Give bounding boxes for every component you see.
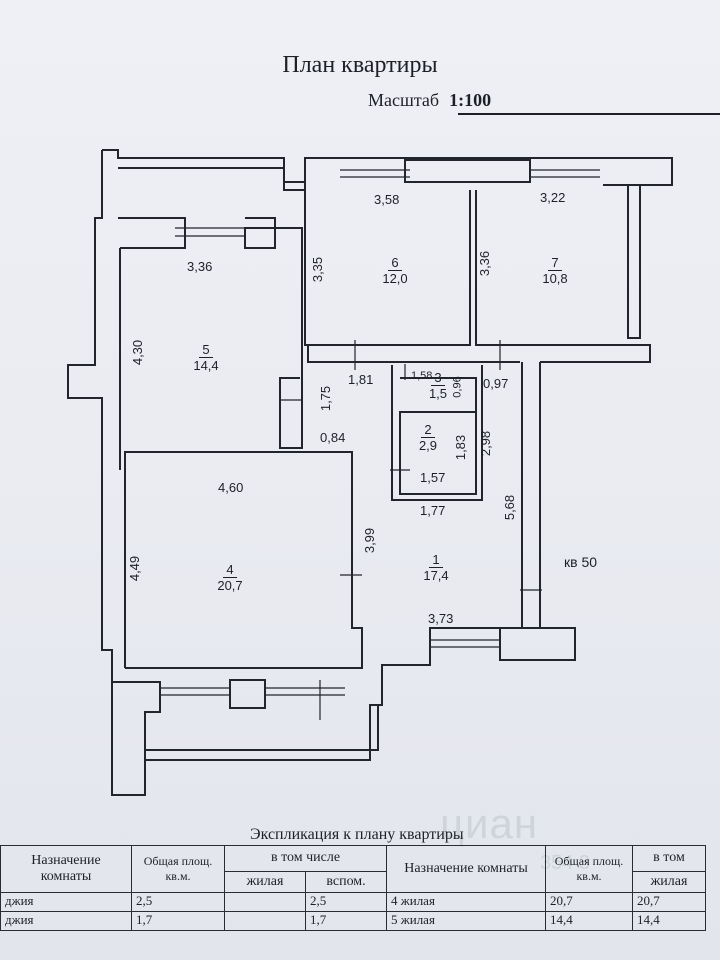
dim-1-77: 1,77	[420, 503, 446, 518]
room4-wall	[124, 451, 363, 669]
cell-total-2: 14,4	[545, 911, 633, 931]
scale-underline	[458, 113, 720, 115]
room-1-number: 1	[429, 552, 443, 568]
floor-plan-drawing	[67, 149, 673, 796]
header-including-2: в том	[632, 845, 706, 872]
dim-1-75: 1,75	[318, 385, 334, 412]
cell-name: джия	[0, 911, 132, 931]
dim-2-98: 2,98	[478, 430, 494, 457]
dim-4-60: 4,60	[218, 480, 244, 495]
header-living-2: жилая	[632, 870, 706, 894]
explication-table: Назначение комнаты Общая площ. кв.м. в т…	[0, 845, 706, 931]
room7-wall	[475, 190, 651, 363]
outer-wall	[67, 150, 576, 796]
dim-3-36-room7: 3,36	[477, 250, 493, 277]
dim-3-73: 3,73	[428, 611, 454, 626]
top-wall	[102, 149, 673, 191]
room-4-area: 20,7	[217, 578, 243, 593]
room-2-number: 2	[421, 422, 435, 438]
cell-name-2: 4 жилая	[386, 892, 546, 912]
room-7-number: 7	[548, 255, 562, 271]
room5-wall	[118, 217, 186, 249]
room-3-number: 3	[431, 370, 445, 386]
dim-0-97: 0,97	[483, 376, 509, 391]
scale-value: 1:100	[449, 90, 492, 110]
scale-label: Масштаб 1:100	[368, 90, 491, 111]
cell-total: 1,7	[131, 911, 225, 931]
room-2-area: 2,9	[418, 438, 438, 453]
room-3-area: 1,5	[428, 386, 448, 401]
room-5-number: 5	[199, 342, 213, 358]
cell-aux: 2,5	[305, 892, 387, 912]
bathroom-walls	[391, 365, 483, 501]
dim-3-22: 3,22	[540, 190, 566, 205]
top-wall-inner	[118, 167, 305, 183]
room-4-number: 4	[223, 562, 237, 578]
room6-wall	[304, 190, 471, 346]
watermark-logo: циан	[440, 800, 539, 847]
cell-living-2: 14,4	[632, 911, 706, 931]
plan-title: План квартиры	[282, 52, 438, 78]
header-including: в том числе	[224, 845, 387, 872]
cell-total-2: 20,7	[545, 892, 633, 912]
dim-0-84: 0,84	[320, 430, 346, 445]
header-living: жилая	[224, 870, 306, 894]
bathroom-inner	[399, 377, 477, 495]
dim-1-81: 1,81	[348, 372, 374, 387]
room5-wall-2	[244, 217, 303, 449]
header-total-area-2: Общая площ. кв.м.	[545, 845, 633, 893]
room7-wall-right	[627, 185, 641, 339]
cell-living-2: 20,7	[632, 892, 706, 912]
dim-3-58: 3,58	[374, 192, 400, 207]
corridor-wall	[307, 345, 520, 363]
dim-3-35: 3,35	[310, 256, 326, 283]
header-purpose: Назначение комнаты	[0, 845, 132, 893]
cell-name: джия	[0, 892, 132, 912]
dim-4-30: 4,30	[130, 339, 146, 366]
apartment-number: кв 50	[564, 554, 598, 570]
room-1-area: 17,4	[423, 568, 449, 583]
room-6-number: 6	[388, 255, 402, 271]
dim-4-49: 4,49	[127, 555, 143, 582]
header-total-area: Общая площ. кв.м.	[131, 845, 225, 893]
table-row: джия 2,5 2,5 4 жилая 20,7 20,7	[0, 892, 706, 912]
dim-1-58: 1,58	[411, 370, 433, 382]
cell-name-2: 5 жилая	[386, 911, 546, 931]
dim-1-57: 1,57	[420, 470, 446, 485]
dim-3-36-room5: 3,36	[187, 259, 213, 274]
dim-5-68: 5,68	[502, 494, 518, 521]
scale-caption: Масштаб	[368, 90, 440, 110]
header-purpose-2: Назначение комнаты	[386, 845, 546, 893]
explication-title: Экспликация к плану квартиры	[250, 826, 464, 843]
balcony	[112, 681, 380, 761]
cell-aux: 1,7	[305, 911, 387, 931]
room-6-area: 12,0	[382, 271, 408, 286]
room-5-area: 14,4	[193, 358, 219, 373]
dim-3-99: 3,99	[362, 527, 378, 554]
cell-living	[224, 911, 306, 931]
cell-total: 2,5	[131, 892, 225, 912]
table-row: джия 1,7 1,7 5 жилая 14,4 14,4	[0, 911, 706, 931]
room-7-area: 10,8	[542, 271, 568, 286]
header-aux: вспом.	[305, 870, 387, 894]
cell-living	[224, 892, 306, 912]
